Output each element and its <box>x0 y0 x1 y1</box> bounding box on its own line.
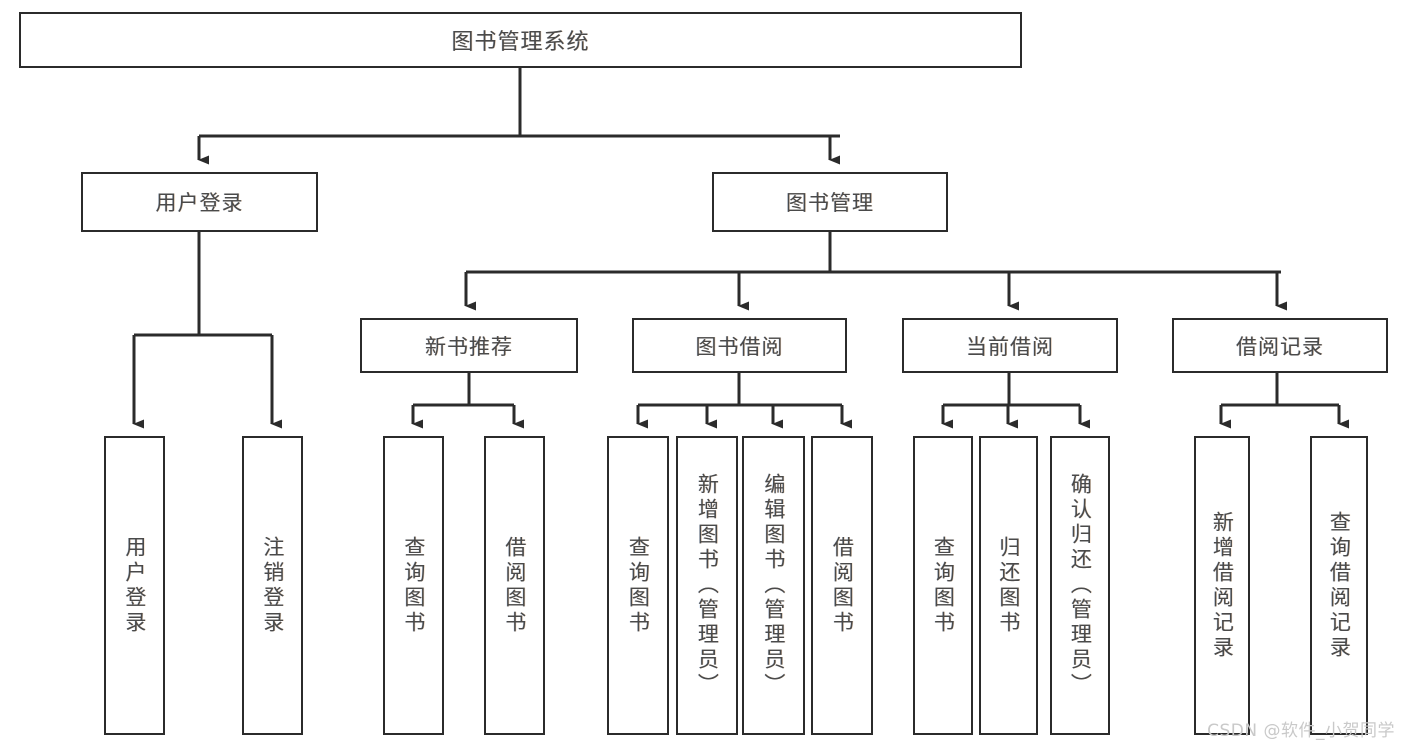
node-label: 用户登录 <box>155 191 244 215</box>
leaf-query-borrow-record[interactable]: 查询借阅记录 <box>1310 436 1368 735</box>
leaf-borrow-book-recommend[interactable]: 借阅图书 <box>484 436 545 735</box>
leaf-label: 归还图书 <box>996 535 1021 636</box>
leaf-add-borrow-record[interactable]: 新增借阅记录 <box>1194 436 1250 735</box>
leaf-label: 借阅图书 <box>502 535 527 636</box>
node-label: 图书借阅 <box>695 334 784 359</box>
leaf-edit-book[interactable]: 编辑图书（管理员） <box>742 436 805 735</box>
node-label: 当前借阅 <box>966 334 1054 359</box>
node-borrow-record[interactable]: 借阅记录 <box>1172 318 1388 373</box>
leaf-label: 查询图书 <box>626 535 651 636</box>
leaf-confirm-return[interactable]: 确认归还（管理员） <box>1050 436 1110 735</box>
leaf-query-book-borrow[interactable]: 查询图书 <box>607 436 669 735</box>
leaf-query-book-recommend[interactable]: 查询图书 <box>383 436 444 735</box>
leaf-label: 用户登录 <box>122 535 147 636</box>
leaf-label: 借阅图书 <box>830 535 855 636</box>
leaf-user-login[interactable]: 用户登录 <box>104 436 165 735</box>
leaf-label: 新增图书（管理员） <box>695 473 720 698</box>
node-book-manage[interactable]: 图书管理 <box>712 172 948 232</box>
node-label: 借阅记录 <box>1236 334 1324 359</box>
node-new-book-recommend[interactable]: 新书推荐 <box>360 318 578 373</box>
node-user-login[interactable]: 用户登录 <box>81 172 318 232</box>
watermark: CSDN @软件_小贺同学 <box>1207 721 1395 741</box>
leaf-logout-login[interactable]: 注销登录 <box>242 436 303 735</box>
leaf-return-book[interactable]: 归还图书 <box>979 436 1038 735</box>
leaf-query-book-current[interactable]: 查询图书 <box>913 436 973 735</box>
leaf-label: 编辑图书（管理员） <box>761 473 786 698</box>
leaf-label: 查询图书 <box>401 535 426 636</box>
leaf-label: 查询借阅记录 <box>1327 510 1352 661</box>
leaf-label: 新增借阅记录 <box>1210 510 1235 661</box>
leaf-label: 查询图书 <box>931 535 956 636</box>
leaf-add-book[interactable]: 新增图书（管理员） <box>676 436 738 735</box>
leaf-borrow-book[interactable]: 借阅图书 <box>811 436 873 735</box>
leaf-label: 注销登录 <box>260 535 285 636</box>
node-root-system[interactable]: 图书管理系统 <box>19 12 1022 68</box>
node-label: 图书管理系统 <box>451 30 590 55</box>
node-book-borrow[interactable]: 图书借阅 <box>632 318 847 373</box>
node-current-borrow[interactable]: 当前借阅 <box>902 318 1118 373</box>
node-label: 图书管理 <box>786 191 874 215</box>
node-label: 新书推荐 <box>425 334 513 359</box>
leaf-label: 确认归还（管理员） <box>1068 473 1093 698</box>
